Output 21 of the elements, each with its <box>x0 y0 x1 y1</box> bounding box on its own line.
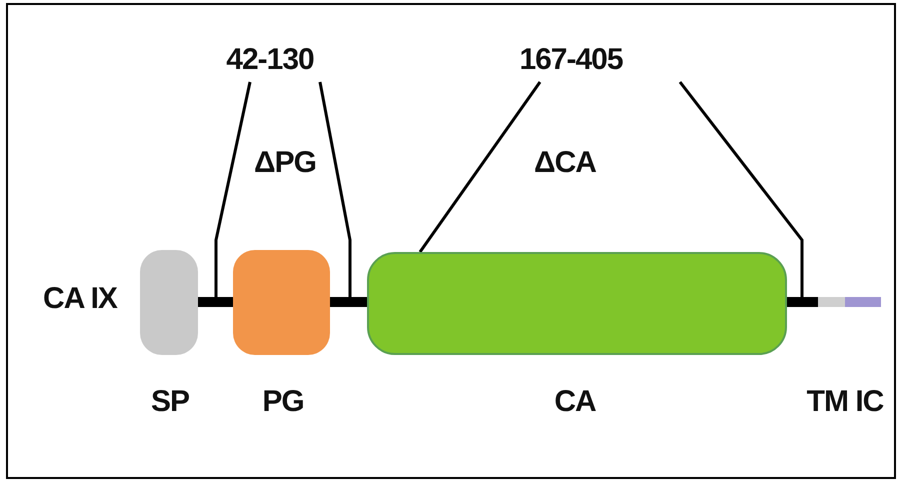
protein-name: CA IX <box>43 282 117 316</box>
residue-range: 167-405 <box>508 38 634 82</box>
leader-line <box>214 82 252 297</box>
leader-line <box>418 81 542 253</box>
domain-bar <box>818 297 845 307</box>
leader-line <box>678 81 804 297</box>
linker-segment <box>330 297 367 307</box>
domain-bar <box>845 297 881 307</box>
domain-block <box>140 250 198 355</box>
domain-label: SP <box>150 385 190 419</box>
residue-range: 42-130 <box>215 38 325 82</box>
domain-block <box>233 250 330 355</box>
deletion-label: ΔPG <box>254 146 316 180</box>
linker-segment <box>787 297 818 307</box>
domain-label: TM IC <box>806 385 884 419</box>
deletion-label: ΔCA <box>534 146 596 180</box>
leader-line <box>318 82 352 297</box>
domain-block <box>367 252 787 355</box>
domain-label: PG <box>262 385 304 419</box>
domain-label: CA <box>554 385 596 419</box>
linker-segment <box>198 297 233 307</box>
